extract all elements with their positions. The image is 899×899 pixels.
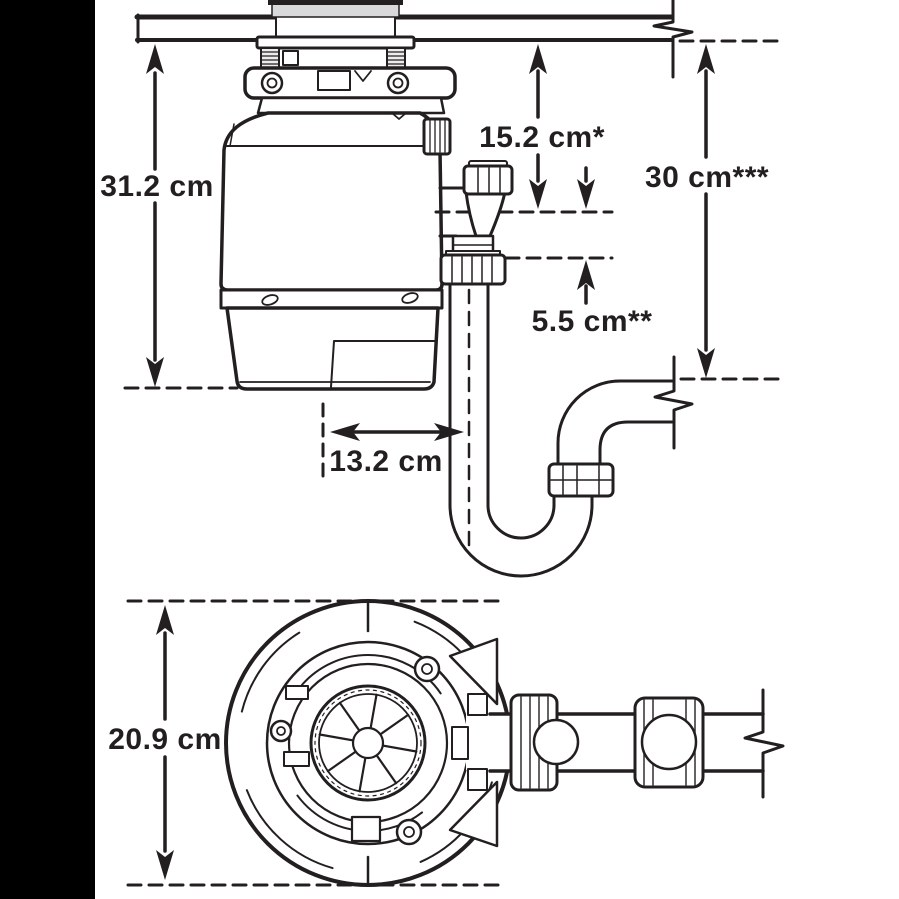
dim-counter-to-drain: [678, 39, 781, 381]
dishwasher-inlet: [422, 117, 452, 156]
arrowhead-up: [146, 44, 164, 74]
pipe-break-mark-top-view: [743, 688, 785, 799]
trap-outlet-pipe: [556, 379, 674, 466]
dimension-label-unit-diameter: 20.9 cm: [108, 723, 222, 756]
mounting-bracket: [282, 50, 299, 66]
dim-unit-height: [123, 44, 239, 390]
dimension-label-unit-height: 31.2 cm: [100, 170, 214, 203]
discharge-elbow: [438, 160, 514, 286]
pipe-fitting-1: [532, 718, 580, 766]
disposal-body: [219, 111, 444, 391]
disposal-skirt: [225, 306, 440, 391]
p-trap: [448, 282, 694, 578]
dim-center-offset: [321, 402, 464, 484]
pipe-fitting-2: [640, 713, 698, 771]
mounting-collar: [256, 96, 446, 115]
dim-unit-diameter: [156, 605, 174, 880]
elbow-nut: [462, 160, 514, 196]
dimension-label-counter-to-drain: 30 cm***: [645, 161, 769, 194]
mounting-assembly: [243, 47, 457, 115]
drain-break-mark: [653, 355, 694, 450]
mounting-lug: [269, 655, 441, 846]
outlet-pipe-top-view: [448, 637, 785, 848]
top-view: [126, 599, 785, 887]
letterbox-bar: [0, 0, 95, 899]
trap-nut: [547, 462, 615, 498]
dimension-label-counter-to-outlet: 15.2 cm*: [479, 121, 605, 154]
dimension-label-outlet-drop: 5.5 cm**: [532, 305, 653, 338]
dim-outlet-drop: [577, 166, 595, 305]
tailpipe: [448, 282, 490, 507]
mounting-bolt-right: [386, 47, 406, 69]
counter-break-mark: [652, 0, 694, 79]
arrowhead-down: [146, 357, 164, 387]
dimension-label-center-offset: 13.2 cm: [329, 445, 443, 478]
sink-flange: [255, 0, 416, 50]
side-view: [123, 0, 781, 578]
slip-joint-nut: [439, 250, 507, 286]
wheel-hub: [351, 726, 385, 760]
mounting-bolt-left: [260, 47, 280, 69]
disposal-lower-band: [219, 288, 444, 310]
dim-counter-to-outlet: [529, 44, 547, 209]
splash-guard-wheel: [309, 684, 427, 802]
